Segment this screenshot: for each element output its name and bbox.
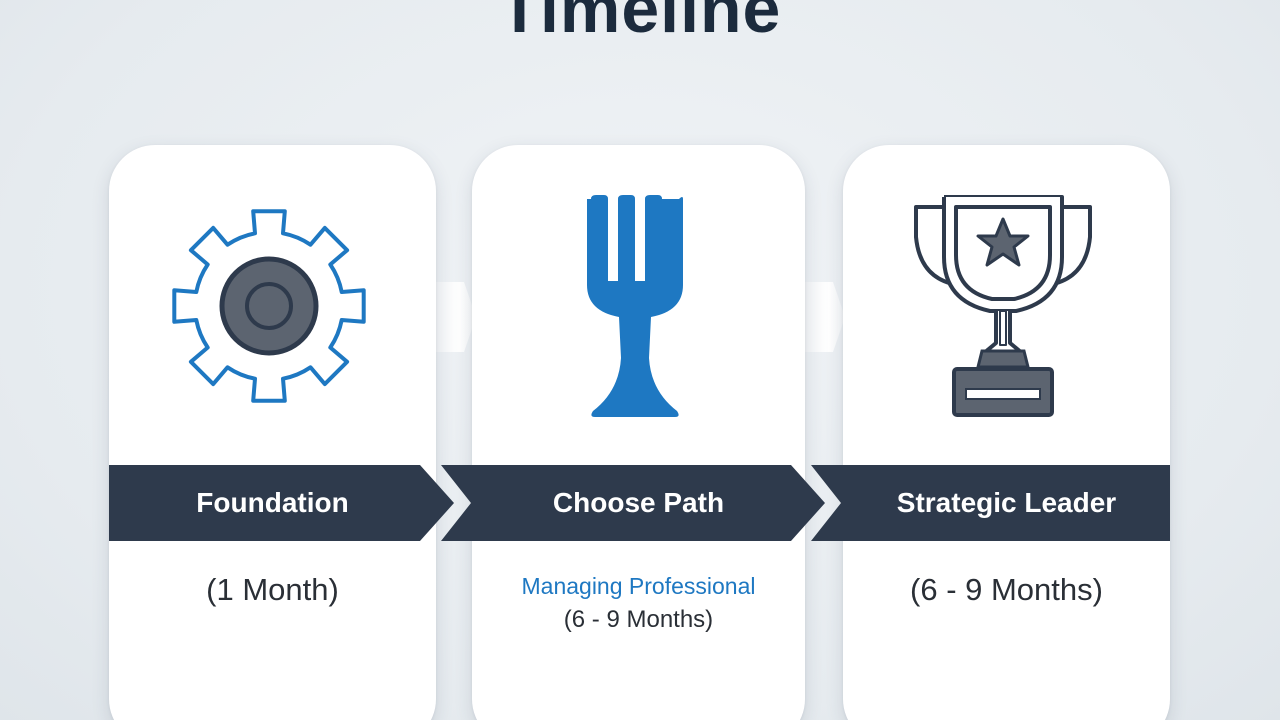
- stage-label: Strategic Leader: [896, 487, 1117, 518]
- trophy-icon: [910, 193, 1096, 421]
- path-name: Managing Professional: [521, 573, 756, 599]
- connector-arrow: [436, 282, 476, 352]
- stage-label: Foundation: [196, 487, 349, 518]
- stage-duration: (6 - 9 Months): [910, 572, 1103, 607]
- stage-card-choose-path: [472, 145, 805, 720]
- gear-icon: [168, 205, 370, 407]
- connector-arrow: [805, 282, 845, 352]
- stage-duration: (1 Month): [206, 572, 339, 607]
- stage-label: Choose Path: [552, 487, 725, 518]
- fork-icon: [585, 193, 685, 419]
- stage-band: [109, 465, 1170, 551]
- page-title: Timeline: [498, 0, 782, 47]
- stage-duration: (6 - 9 Months): [563, 606, 714, 633]
